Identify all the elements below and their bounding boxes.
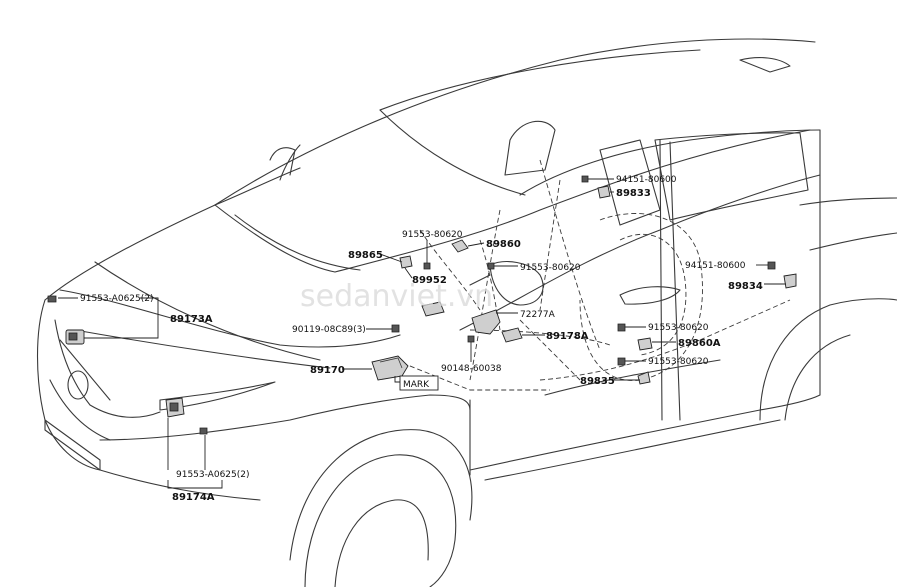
part-labels: 91553-A0625(2) 89173A 91553-A0625(2) 891… [80,175,763,503]
leader-lines [58,178,786,489]
label-89178A: 89178A [546,331,589,342]
clip-91553-80620-mid-icon [487,262,495,270]
label-89952: 89952 [412,275,447,286]
label-91553-80620-mid: 91553-80620 [520,263,581,273]
label-94151-80600-top: 94151-80600 [616,175,677,185]
screw-90148-60038-icon [467,335,475,343]
part-89952-icon [421,301,445,317]
part-89860A-icon [637,337,653,351]
watermark: sedanviet.vn [300,279,493,314]
label-89860: 89860 [486,239,521,250]
label-90119-08c89: 90119-08C89(3) [292,325,366,335]
part-72277A-icon [471,309,501,335]
part-89865-icon [399,255,413,269]
label-89865: 89865 [348,250,383,261]
label-91553-a0625-top: 91553-A0625(2) [80,294,154,304]
part-89834-icon [783,273,797,289]
part-89833-icon [597,185,611,199]
bolt-91553-a0625-bottom-icon [199,427,208,435]
part-89835-icon [637,371,651,385]
bolt-91553-a0625-top-icon [47,295,57,303]
label-mark: MARK [403,380,430,390]
part-89178A-icon [501,327,523,343]
label-91553-a0625-bottom: 91553-A0625(2) [176,470,250,480]
label-91553-80620-a: 91553-80620 [648,323,709,333]
label-91553-80620-top: 91553-80620 [402,230,463,240]
part-89173A-detail-icon [68,332,78,341]
label-89170: 89170 [310,365,345,376]
label-89173A: 89173A [170,314,213,325]
parts [47,175,797,435]
label-89833: 89833 [616,188,651,199]
clip-91553-80620-a-icon [617,323,626,332]
label-90148-60038: 90148-60038 [441,364,502,374]
phantom-lines [394,159,791,391]
bolt-90119-08c89-icon [391,324,400,333]
clip-94151-80600-right-icon [767,261,776,270]
label-72277A: 72277A [520,310,556,320]
vehicle-body [36,38,897,587]
label-94151-80600-right: 94151-80600 [685,261,746,271]
label-89835: 89835 [580,376,615,387]
label-89174A: 89174A [172,492,215,503]
part-89174A-detail-icon [169,402,179,412]
label-89834: 89834 [728,281,763,292]
mark-box [399,375,439,391]
part-89860-icon [451,239,469,253]
label-91553-80620-b: 91553-80620 [648,357,709,367]
label-89860A: 89860A [678,338,721,349]
clip-91553-80620-top-icon [423,262,431,270]
clip-94151-80600-top-icon [581,175,589,183]
clip-91553-80620-b-icon [617,357,626,366]
